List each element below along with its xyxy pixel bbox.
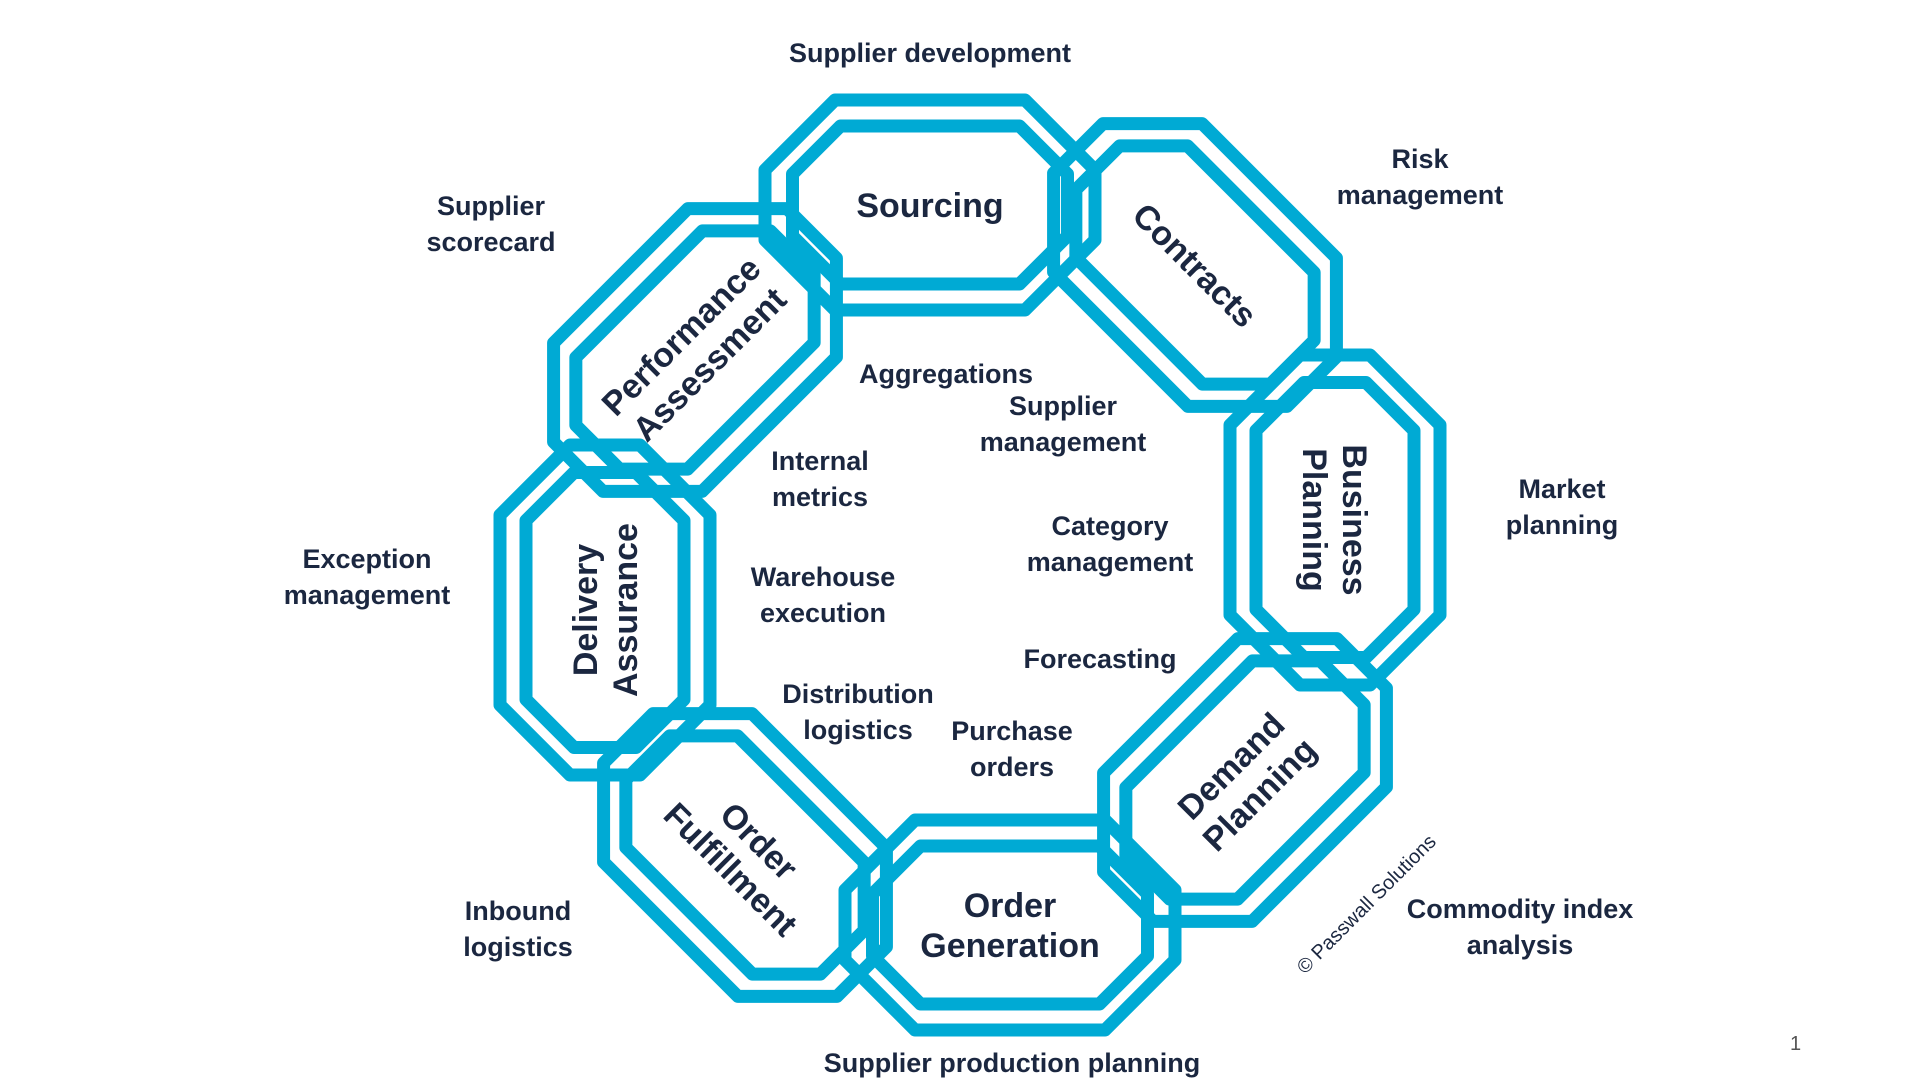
chain-link-order-generation [838, 813, 1182, 1037]
chain-link-inner-edge [1119, 654, 1371, 906]
chain-link-contracts [1047, 117, 1343, 413]
link-label-delivery-assurance: DeliveryAssurance [567, 523, 645, 697]
link-label-line: Contracts [1125, 196, 1264, 335]
inner-label-line: management [1027, 547, 1194, 577]
outer-label-line: analysis [1467, 930, 1574, 960]
inner-label-line: execution [760, 598, 886, 628]
chain-links [493, 93, 1447, 1037]
outer-label-line: Risk [1391, 144, 1449, 174]
outer-label-line: Inbound [465, 896, 571, 926]
outer-label-line: Exception [302, 544, 431, 574]
inner-label-line: Internal [771, 446, 869, 476]
chain-link-outer-edge [493, 438, 717, 782]
chain-link-outer-edge [1047, 117, 1343, 413]
link-label-line: Sourcing [856, 187, 1003, 225]
page-number: 1 [1790, 1033, 1801, 1055]
inner-label-line: Warehouse [751, 562, 896, 592]
chain-link-inner-edge [786, 119, 1074, 291]
outer-label-supplier-production-planning: Supplier production planning [824, 1048, 1200, 1078]
chain-link-inner-edge [1249, 376, 1421, 664]
chain-link-performance-assessment [547, 202, 843, 498]
chain-link-outer-edge [1097, 632, 1393, 928]
inner-label-line: Category [1051, 511, 1168, 541]
link-label-contracts: Contracts [1125, 196, 1264, 335]
outer-label-line: logistics [463, 932, 573, 962]
link-label-line: Assurance [607, 523, 645, 697]
chain-link-order-fulfillment [597, 707, 893, 1003]
chain-link-inner-edge [519, 466, 691, 754]
inner-label-line: Purchase [951, 716, 1073, 746]
link-label-sourcing: Sourcing [856, 187, 1003, 225]
inner-label-supplier-management: Supplier management [980, 391, 1147, 457]
outer-label-line: management [1337, 180, 1504, 210]
outer-label-supplier-development: Supplier development [789, 38, 1071, 68]
outer-label-line: Supplier [437, 191, 546, 221]
chain-link-sourcing [758, 93, 1102, 317]
chain-link-outer-edge [1223, 348, 1447, 692]
outer-label-market-planning: Market planning [1506, 474, 1618, 540]
inner-label-internal-metrics: Internal metrics [771, 446, 869, 512]
link-label-order-fulfillment: OrderFulfillment [656, 767, 833, 944]
chain-link-inner-edge [619, 729, 871, 981]
inner-label-distribution-logistics: Distribution logistics [782, 679, 933, 745]
link-label-line: Planning [1295, 448, 1333, 592]
link-label-business-planning: BusinessPlanning [1295, 444, 1373, 595]
inner-label-line: logistics [803, 715, 913, 745]
outer-label-line: Market [1518, 474, 1605, 504]
link-label-line: Delivery [567, 544, 605, 676]
chain-link-demand-planning [1097, 632, 1393, 928]
chain-link-inner-edge [569, 224, 821, 476]
outer-label-commodity-index-analysis: Commodity index analysis [1407, 894, 1634, 960]
outer-label-supplier-scorecard: Supplier scorecard [426, 191, 555, 257]
chain-link-inner-edge [1069, 139, 1321, 391]
inner-label-forecasting: Forecasting [1023, 644, 1176, 674]
inner-label-line: Distribution [782, 679, 933, 709]
link-label-line: Generation [920, 927, 1099, 965]
chain-link-delivery-assurance [493, 438, 717, 782]
link-label-line: Order [964, 887, 1057, 925]
inner-label-warehouse-execution: Warehouse execution [751, 562, 896, 628]
outer-label-line: scorecard [426, 227, 555, 257]
outer-label-risk-management: Risk management [1337, 144, 1504, 210]
chain-link-business-planning [1223, 348, 1447, 692]
inner-label-line: Aggregations [859, 359, 1033, 389]
inner-label-category-management: Category management [1027, 511, 1194, 577]
outer-label-line: Supplier production planning [824, 1048, 1200, 1078]
outer-label-line: Supplier development [789, 38, 1071, 68]
outer-label-line: Commodity index [1407, 894, 1634, 924]
inner-label-purchase-orders: Purchase orders [951, 716, 1073, 782]
outer-label-line: planning [1506, 510, 1618, 540]
outer-label-line: management [284, 580, 451, 610]
link-label-line: Business [1335, 444, 1373, 595]
inner-label-aggregations: Aggregations [859, 359, 1033, 389]
chain-link-outer-edge [547, 202, 843, 498]
inner-label-line: management [980, 427, 1147, 457]
chain-link-outer-edge [758, 93, 1102, 317]
outer-label-inbound-logistics: Inbound logistics [463, 896, 573, 962]
inner-label-line: Forecasting [1023, 644, 1176, 674]
outer-label-exception-management: Exception management [284, 544, 451, 610]
chain-link-inner-edge [866, 839, 1154, 1011]
inner-label-line: metrics [772, 482, 868, 512]
chain-link-outer-edge [597, 707, 893, 1003]
inner-label-line: orders [970, 752, 1054, 782]
inner-label-line: Supplier [1009, 391, 1118, 421]
chain-link-outer-edge [838, 813, 1182, 1037]
